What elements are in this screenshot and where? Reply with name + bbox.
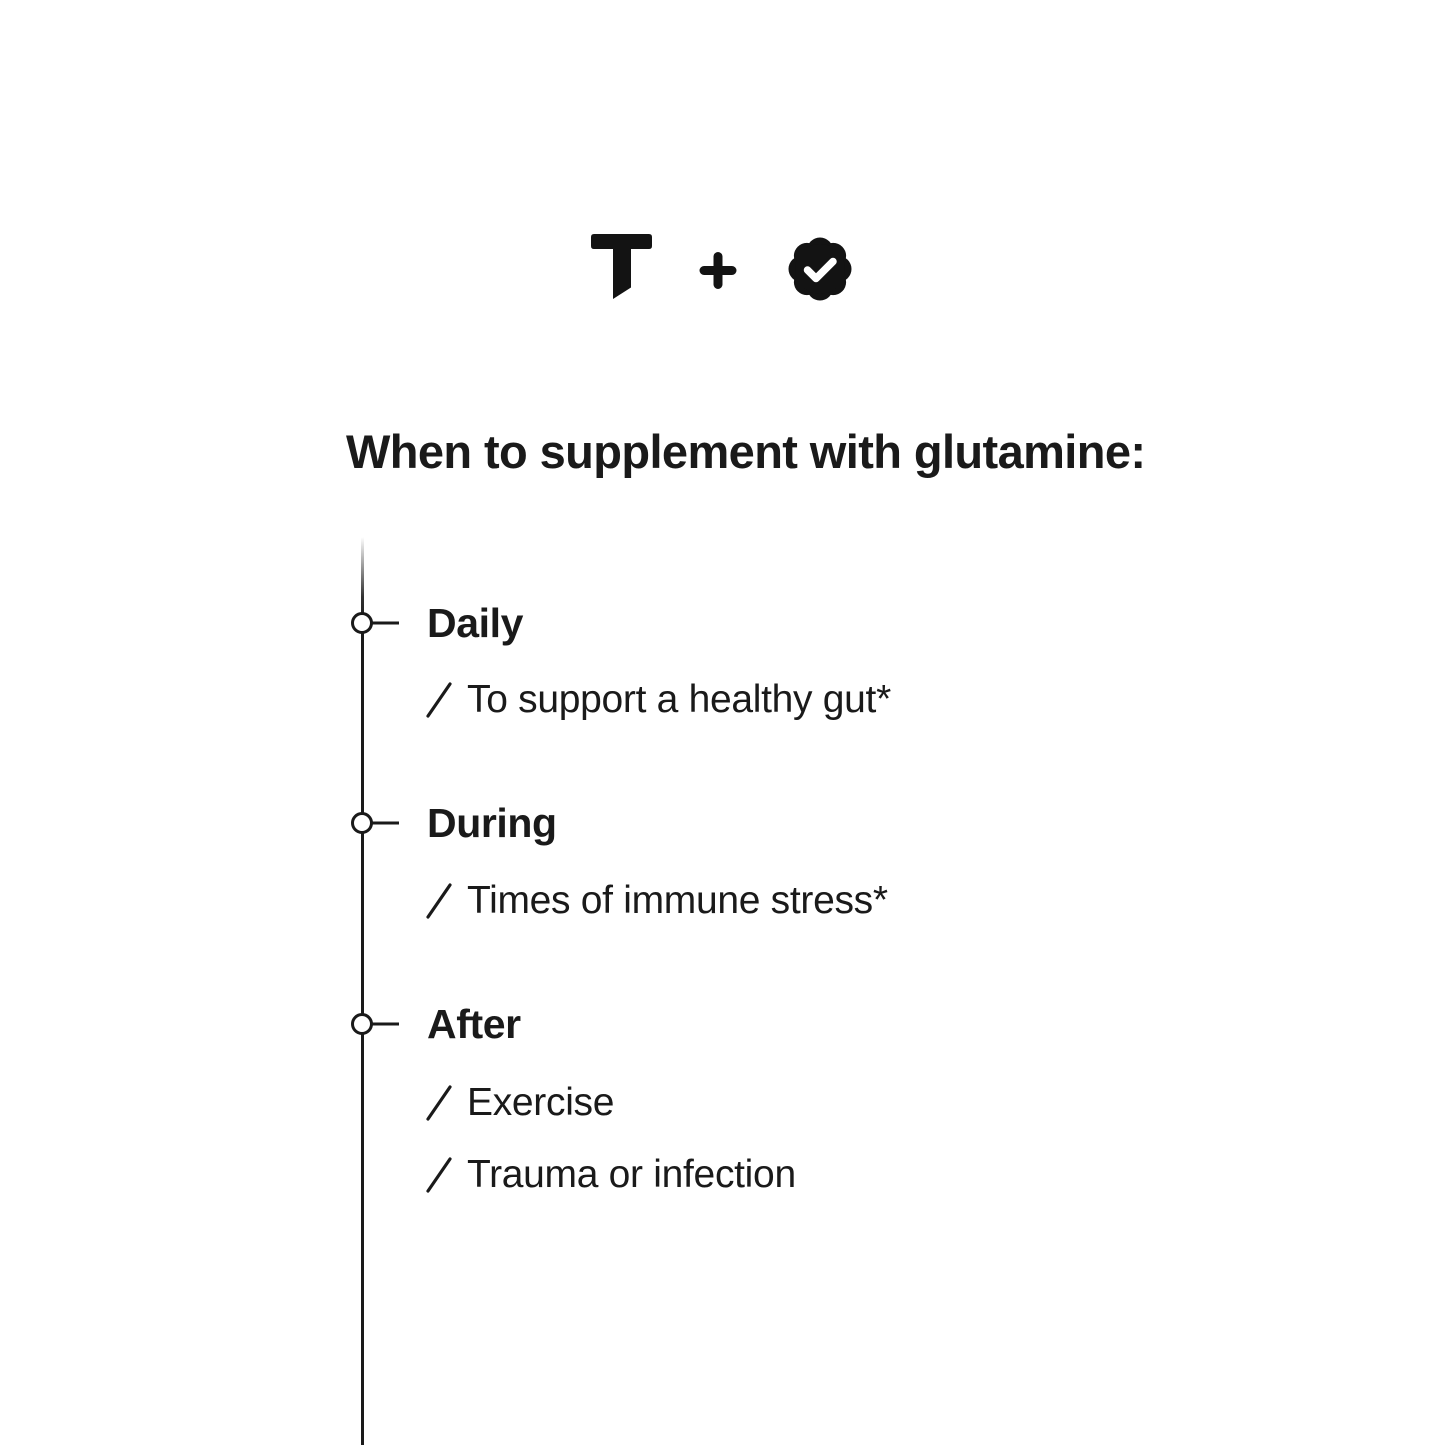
section-label-daily: Daily [427, 600, 523, 646]
timeline-line [361, 537, 364, 1445]
slash-bullet-icon [426, 883, 452, 919]
thorne-t-logo-icon [591, 234, 652, 304]
timeline-node-during-icon [351, 812, 399, 834]
verified-check-seal-icon [788, 237, 852, 306]
list-item: Trauma or infection [424, 1152, 796, 1198]
slash-bullet-icon [426, 1157, 452, 1193]
list-item-label: Exercise [467, 1081, 615, 1124]
list-item-label: Times of immune stress* [467, 879, 888, 922]
plus-icon [698, 252, 738, 294]
timeline-node-daily-icon [351, 612, 399, 634]
list-item-label: Trauma or infection [467, 1153, 796, 1196]
timeline-node-after-icon [351, 1013, 399, 1035]
list-item: Times of immune stress* [424, 878, 888, 924]
headline: When to supplement with glutamine: [346, 425, 1146, 478]
list-item-label: To support a healthy gut* [467, 678, 891, 721]
slash-bullet-icon [426, 1085, 452, 1121]
section-label-after: After [427, 1001, 521, 1047]
section-label-during: During [427, 800, 557, 846]
list-item: Exercise [424, 1080, 614, 1126]
list-item: To support a healthy gut* [424, 677, 891, 723]
slash-bullet-icon [426, 682, 452, 718]
